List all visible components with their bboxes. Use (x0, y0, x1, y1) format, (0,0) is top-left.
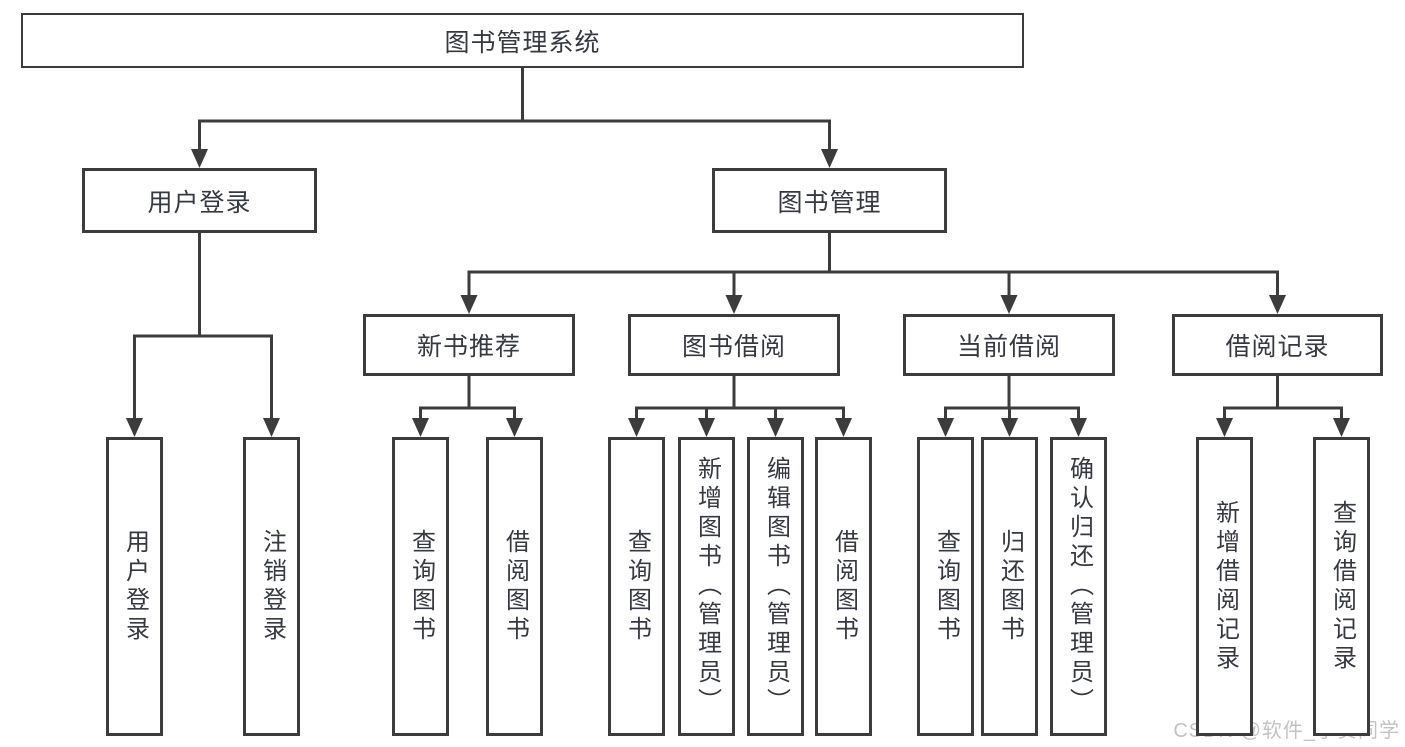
connector-book-mgmt (460, 231, 1286, 314)
node-nb-query-books: 查询图书 (392, 437, 449, 736)
node-bb-edit-books: 编辑图书（管理员） (747, 437, 804, 736)
node-label-leaf-user-login: 用户登录 (121, 528, 149, 645)
node-label-nb-borrow-books: 借阅图书 (501, 528, 529, 645)
arrowhead-icon (1269, 295, 1286, 314)
arrowhead-icon (767, 418, 784, 437)
node-cb-query-books: 查询图书 (917, 437, 974, 736)
node-label-cb-confirm-return: 确认归还（管理员） (1065, 456, 1093, 717)
arrowhead-icon (628, 418, 645, 437)
node-cb-return-books: 归还图书 (981, 437, 1038, 736)
node-label-bb-edit-books: 编辑图书（管理员） (762, 456, 790, 717)
node-current-borrow: 当前借阅 (903, 314, 1115, 376)
connector-root (191, 66, 838, 168)
arrowhead-icon (506, 418, 523, 437)
node-label-nb-query-books: 查询图书 (407, 528, 435, 645)
arrowhead-icon (821, 149, 838, 168)
node-label-leaf-logout: 注销登录 (258, 528, 286, 645)
node-label-cb-query-books: 查询图书 (932, 528, 960, 645)
node-br-add-record: 新增借阅记录 (1196, 437, 1253, 736)
node-new-book-rec: 新书推荐 (363, 314, 575, 376)
node-label-book-borrow: 图书借阅 (681, 333, 786, 361)
node-cb-confirm-return: 确认归还（管理员） (1050, 437, 1107, 736)
node-book-mgmt: 图书管理 (712, 168, 947, 233)
arrowhead-icon (1333, 418, 1350, 437)
arrowhead-icon (191, 149, 208, 168)
node-label-user-login: 用户登录 (147, 188, 252, 217)
node-label-new-book-rec: 新书推荐 (416, 333, 521, 361)
arrowhead-icon (126, 418, 143, 437)
node-book-borrow: 图书借阅 (628, 314, 840, 376)
arrowhead-icon (1000, 295, 1018, 314)
node-bb-borrow-books: 借阅图书 (815, 437, 872, 736)
node-leaf-user-login: 用户登录 (106, 437, 163, 736)
node-nb-borrow-books: 借阅图书 (486, 437, 543, 736)
node-label-bb-add-books: 新增图书（管理员） (693, 456, 721, 717)
node-leaf-logout: 注销登录 (243, 437, 300, 736)
node-label-book-mgmt: 图书管理 (777, 188, 882, 217)
arrowhead-icon (1001, 418, 1018, 437)
node-label-cb-return-books: 归还图书 (996, 528, 1024, 645)
connector-user-login (126, 231, 280, 437)
arrowhead-icon (1070, 418, 1087, 437)
node-br-query-record: 查询借阅记录 (1313, 437, 1370, 736)
node-borrow-records: 借阅记录 (1172, 314, 1383, 376)
connector-borrow-records (1216, 374, 1350, 437)
arrowhead-icon (725, 295, 743, 314)
node-label-br-add-record: 新增借阅记录 (1211, 499, 1239, 674)
node-bb-add-books: 新增图书（管理员） (678, 437, 735, 736)
arrowhead-icon (263, 418, 280, 437)
node-bb-query-books: 查询图书 (608, 437, 665, 736)
node-root: 图书管理系统 (21, 13, 1024, 68)
connector-book-borrow (628, 374, 852, 437)
node-label-borrow-records: 借阅记录 (1225, 333, 1330, 361)
node-label-br-query-record: 查询借阅记录 (1328, 499, 1356, 674)
connector-new-book-rec (412, 374, 523, 437)
arrowhead-icon (412, 418, 429, 437)
arrowhead-icon (937, 418, 954, 437)
node-label-bb-borrow-books: 借阅图书 (830, 528, 858, 645)
arrowhead-icon (698, 418, 715, 437)
arrowhead-icon (835, 418, 852, 437)
node-label-current-borrow: 当前借阅 (956, 333, 1061, 361)
connector-current-borrow (937, 374, 1087, 437)
node-label-bb-query-books: 查询图书 (623, 528, 651, 645)
node-user-login: 用户登录 (82, 168, 317, 233)
arrowhead-icon (1216, 418, 1233, 437)
node-label-root: 图书管理系统 (444, 28, 601, 57)
arrowhead-icon (460, 295, 478, 314)
